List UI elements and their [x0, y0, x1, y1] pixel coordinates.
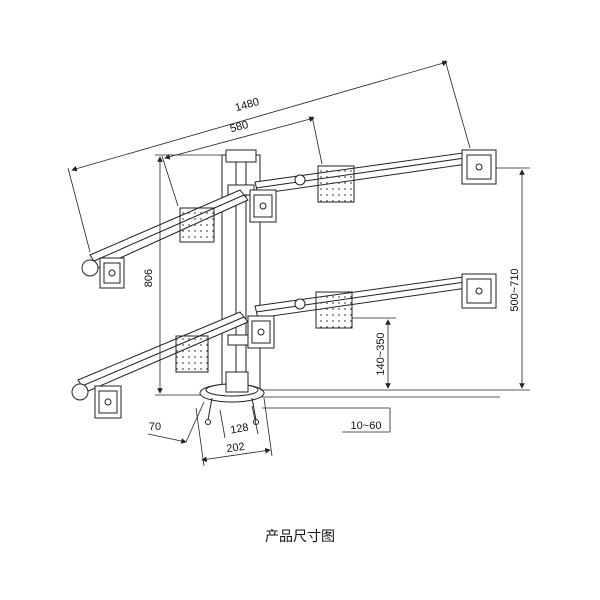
- base-clamp: [199, 371, 265, 425]
- monitor-plate-lower-3: [247, 315, 275, 349]
- figure-caption: 产品尺寸图: [265, 529, 335, 545]
- dimension-lower-height-range: 140~350: [352, 317, 396, 389]
- monitor-plate-lower-2: [175, 335, 209, 373]
- dimension-base-diameter: 202: [195, 397, 273, 467]
- monitor-plate-lower-1: [94, 385, 122, 419]
- dimension-height-range: 500~710: [260, 167, 530, 391]
- monitor-plate-upper-4: [317, 165, 355, 203]
- dimension-base-width: 128: [219, 405, 259, 439]
- label-base-width: 128: [229, 422, 249, 437]
- upper-arm-right: [254, 151, 475, 195]
- lower-arm-right: [254, 275, 475, 319]
- label-base-diameter: 202: [226, 441, 246, 455]
- label-overall-height: 806: [143, 269, 155, 287]
- dimension-overall-height: 806: [143, 154, 222, 396]
- dimension-upper-span: 580: [161, 115, 323, 207]
- label-clamp-offset: 70: [149, 421, 161, 433]
- monitor-plate-upper-3: [249, 189, 277, 223]
- label-total-span: 1480: [234, 96, 261, 114]
- monitor-plate-upper-2: [179, 207, 215, 243]
- monitor-plate-lower-5: [461, 273, 497, 309]
- label-height-range: 500~710: [509, 268, 521, 311]
- monitor-plate-lower-4: [315, 291, 353, 329]
- monitor-plate-upper-5: [461, 149, 497, 185]
- label-lower-height-range: 140~350: [375, 332, 387, 375]
- center-pole: [221, 149, 261, 392]
- dimension-total-span: 1480: [67, 59, 471, 253]
- dimension-desk-thickness: 10~60: [262, 396, 500, 433]
- monitor-plate-upper-1: [99, 257, 125, 289]
- label-desk-thickness: 10~60: [351, 420, 382, 432]
- label-upper-span: 580: [229, 119, 250, 135]
- dimension-clamp-offset: 70: [147, 401, 205, 444]
